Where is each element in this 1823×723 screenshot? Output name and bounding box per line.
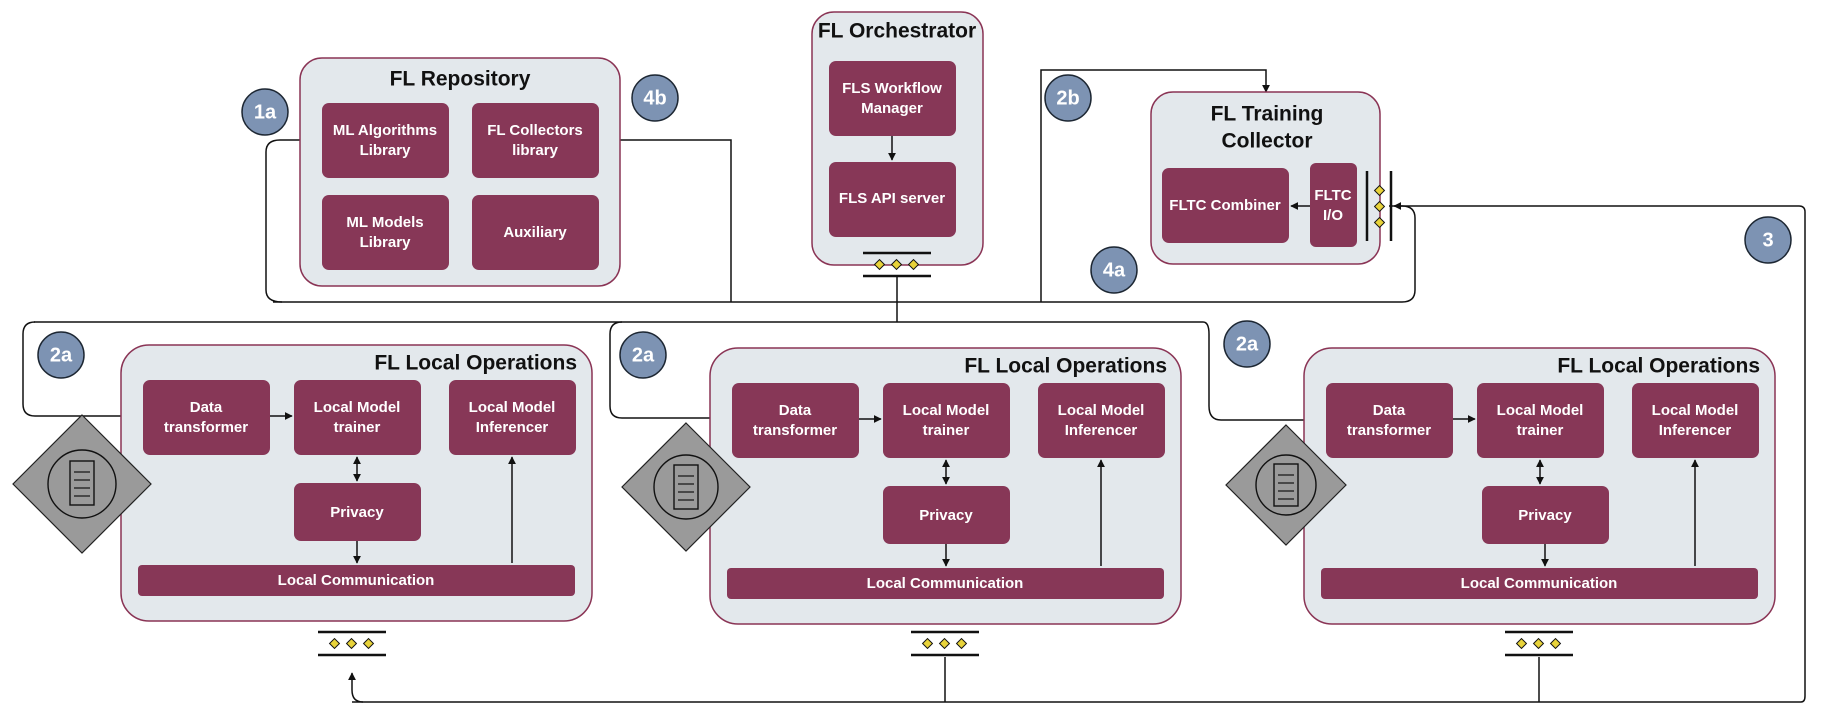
fl-local-operations-title: FL Local Operations <box>964 355 1167 378</box>
svg-text:Local Model: Local Model <box>1058 402 1145 419</box>
ml-algorithms-library[interactable]: ML Algorithms Library <box>322 103 449 178</box>
svg-text:FLS API server: FLS API server <box>839 190 945 207</box>
svg-text:transformer: transformer <box>753 422 837 439</box>
local-communication[interactable]: Local Communication <box>727 568 1164 599</box>
local-model-trainer[interactable]: Local Model trainer <box>1477 383 1604 458</box>
fl-training-collector-title: FL Training <box>1211 103 1324 126</box>
data-transformer[interactable]: Data transformer <box>143 380 270 455</box>
svg-text:Inferencer: Inferencer <box>1659 422 1732 439</box>
svg-text:I/O: I/O <box>1323 207 1343 224</box>
svg-text:ML Algorithms: ML Algorithms <box>333 122 437 139</box>
svg-text:Privacy: Privacy <box>919 507 973 524</box>
svg-text:trainer: trainer <box>334 419 381 436</box>
svg-text:Data: Data <box>190 399 223 416</box>
orchestrator-connector[interactable] <box>863 251 931 278</box>
fl-local-operations-3: FL Local Operations Data transformer Loc… <box>1303 347 1776 625</box>
svg-text:Local Communication: Local Communication <box>1461 575 1618 592</box>
badge-4a: 4a <box>1090 246 1138 294</box>
svg-text:Inferencer: Inferencer <box>476 419 549 436</box>
local-communication[interactable]: Local Communication <box>138 565 575 596</box>
badge-2a: 2a <box>1223 320 1271 368</box>
fl-local-operations-title: FL Local Operations <box>374 352 577 375</box>
local-data-source-3 <box>1225 424 1347 546</box>
svg-text:Privacy: Privacy <box>330 504 384 521</box>
local-connector-3[interactable] <box>1505 630 1573 657</box>
svg-text:Manager: Manager <box>861 100 923 117</box>
local-data-source-2 <box>621 422 751 552</box>
fls-workflow-manager[interactable]: FLS Workflow Manager <box>829 61 956 136</box>
fltc-combiner[interactable]: FLTC Combiner <box>1162 168 1289 243</box>
fl-collectors-library[interactable]: FL Collectors library <box>472 103 599 178</box>
svg-text:3: 3 <box>1762 229 1773 251</box>
svg-text:Data: Data <box>1373 402 1406 419</box>
local-model-inferencer[interactable]: Local Model Inferencer <box>1632 383 1759 458</box>
svg-text:FLS Workflow: FLS Workflow <box>842 80 942 97</box>
privacy[interactable]: Privacy <box>1482 486 1609 544</box>
fl-training-collector: FL Training Collector FLTC Combiner FLTC… <box>1150 91 1381 265</box>
svg-text:Auxiliary: Auxiliary <box>503 224 567 241</box>
svg-text:Local Communication: Local Communication <box>278 572 435 589</box>
data-transformer[interactable]: Data transformer <box>1326 383 1453 458</box>
fl-training-collector-title-line2: Collector <box>1221 130 1312 153</box>
svg-text:Library: Library <box>360 142 412 159</box>
fls-api-server[interactable]: FLS API server <box>829 162 956 237</box>
svg-text:1a: 1a <box>254 101 277 123</box>
svg-text:2b: 2b <box>1056 87 1079 109</box>
svg-text:Inferencer: Inferencer <box>1065 422 1138 439</box>
svg-text:trainer: trainer <box>923 422 970 439</box>
training-collector-connector[interactable] <box>1365 171 1393 241</box>
privacy[interactable]: Privacy <box>294 483 421 541</box>
badge-1a: 1a <box>241 88 289 136</box>
svg-text:Local Model: Local Model <box>1652 402 1739 419</box>
svg-text:2a: 2a <box>50 344 73 366</box>
local-model-inferencer[interactable]: Local Model Inferencer <box>1038 383 1165 458</box>
local-model-inferencer[interactable]: Local Model Inferencer <box>449 380 576 455</box>
svg-text:ML Models: ML Models <box>346 214 423 231</box>
svg-text:Local Model: Local Model <box>314 399 401 416</box>
svg-text:Local Model: Local Model <box>903 402 990 419</box>
fl-local-operations-1: FL Local Operations Data transformer Loc… <box>120 344 593 622</box>
svg-text:transformer: transformer <box>164 419 248 436</box>
fl-local-operations-2: FL Local Operations Data transformer Loc… <box>709 347 1182 625</box>
badge-4b: 4b <box>631 74 679 122</box>
svg-text:Local Model: Local Model <box>1497 402 1584 419</box>
svg-text:FL Collectors: FL Collectors <box>487 122 583 139</box>
svg-text:library: library <box>512 142 559 159</box>
svg-text:2a: 2a <box>1236 333 1259 355</box>
local-connector-1[interactable] <box>318 630 386 657</box>
badge-2a: 2a <box>619 331 667 379</box>
local-model-trainer[interactable]: Local Model trainer <box>883 383 1010 458</box>
fl-repository: FL Repository ML Algorithms Library FL C… <box>299 57 621 287</box>
svg-text:Data: Data <box>779 402 812 419</box>
svg-text:Library: Library <box>360 234 412 251</box>
svg-text:FLTC Combiner: FLTC Combiner <box>1169 197 1281 214</box>
ml-models-library[interactable]: ML Models Library <box>322 195 449 270</box>
privacy[interactable]: Privacy <box>883 486 1010 544</box>
badge-2a: 2a <box>37 331 85 379</box>
svg-text:transformer: transformer <box>1347 422 1431 439</box>
fl-orchestrator-title: FL Orchestrator <box>818 20 976 43</box>
svg-text:2a: 2a <box>632 344 655 366</box>
fl-orchestrator: FL Orchestrator FLS Workflow Manager FLS… <box>811 11 984 266</box>
svg-text:4a: 4a <box>1103 259 1126 281</box>
fl-local-operations-title: FL Local Operations <box>1557 355 1760 378</box>
svg-text:4b: 4b <box>643 87 666 109</box>
local-model-trainer[interactable]: Local Model trainer <box>294 380 421 455</box>
local-connector-2[interactable] <box>911 630 979 657</box>
local-data-source-1 <box>12 414 152 554</box>
fltc-io[interactable]: FLTC I/O <box>1310 163 1357 247</box>
svg-text:trainer: trainer <box>1517 422 1564 439</box>
data-transformer[interactable]: Data transformer <box>732 383 859 458</box>
svg-text:Privacy: Privacy <box>1518 507 1572 524</box>
auxiliary-box[interactable]: Auxiliary <box>472 195 599 270</box>
local-communication[interactable]: Local Communication <box>1321 568 1758 599</box>
fl-repository-title: FL Repository <box>390 68 531 91</box>
badge-2b: 2b <box>1044 74 1092 122</box>
svg-text:Local Model: Local Model <box>469 399 556 416</box>
svg-text:FLTC: FLTC <box>1314 187 1351 204</box>
badge-3: 3 <box>1744 216 1792 264</box>
svg-text:Local Communication: Local Communication <box>867 575 1024 592</box>
connection-lines <box>22 69 1806 703</box>
